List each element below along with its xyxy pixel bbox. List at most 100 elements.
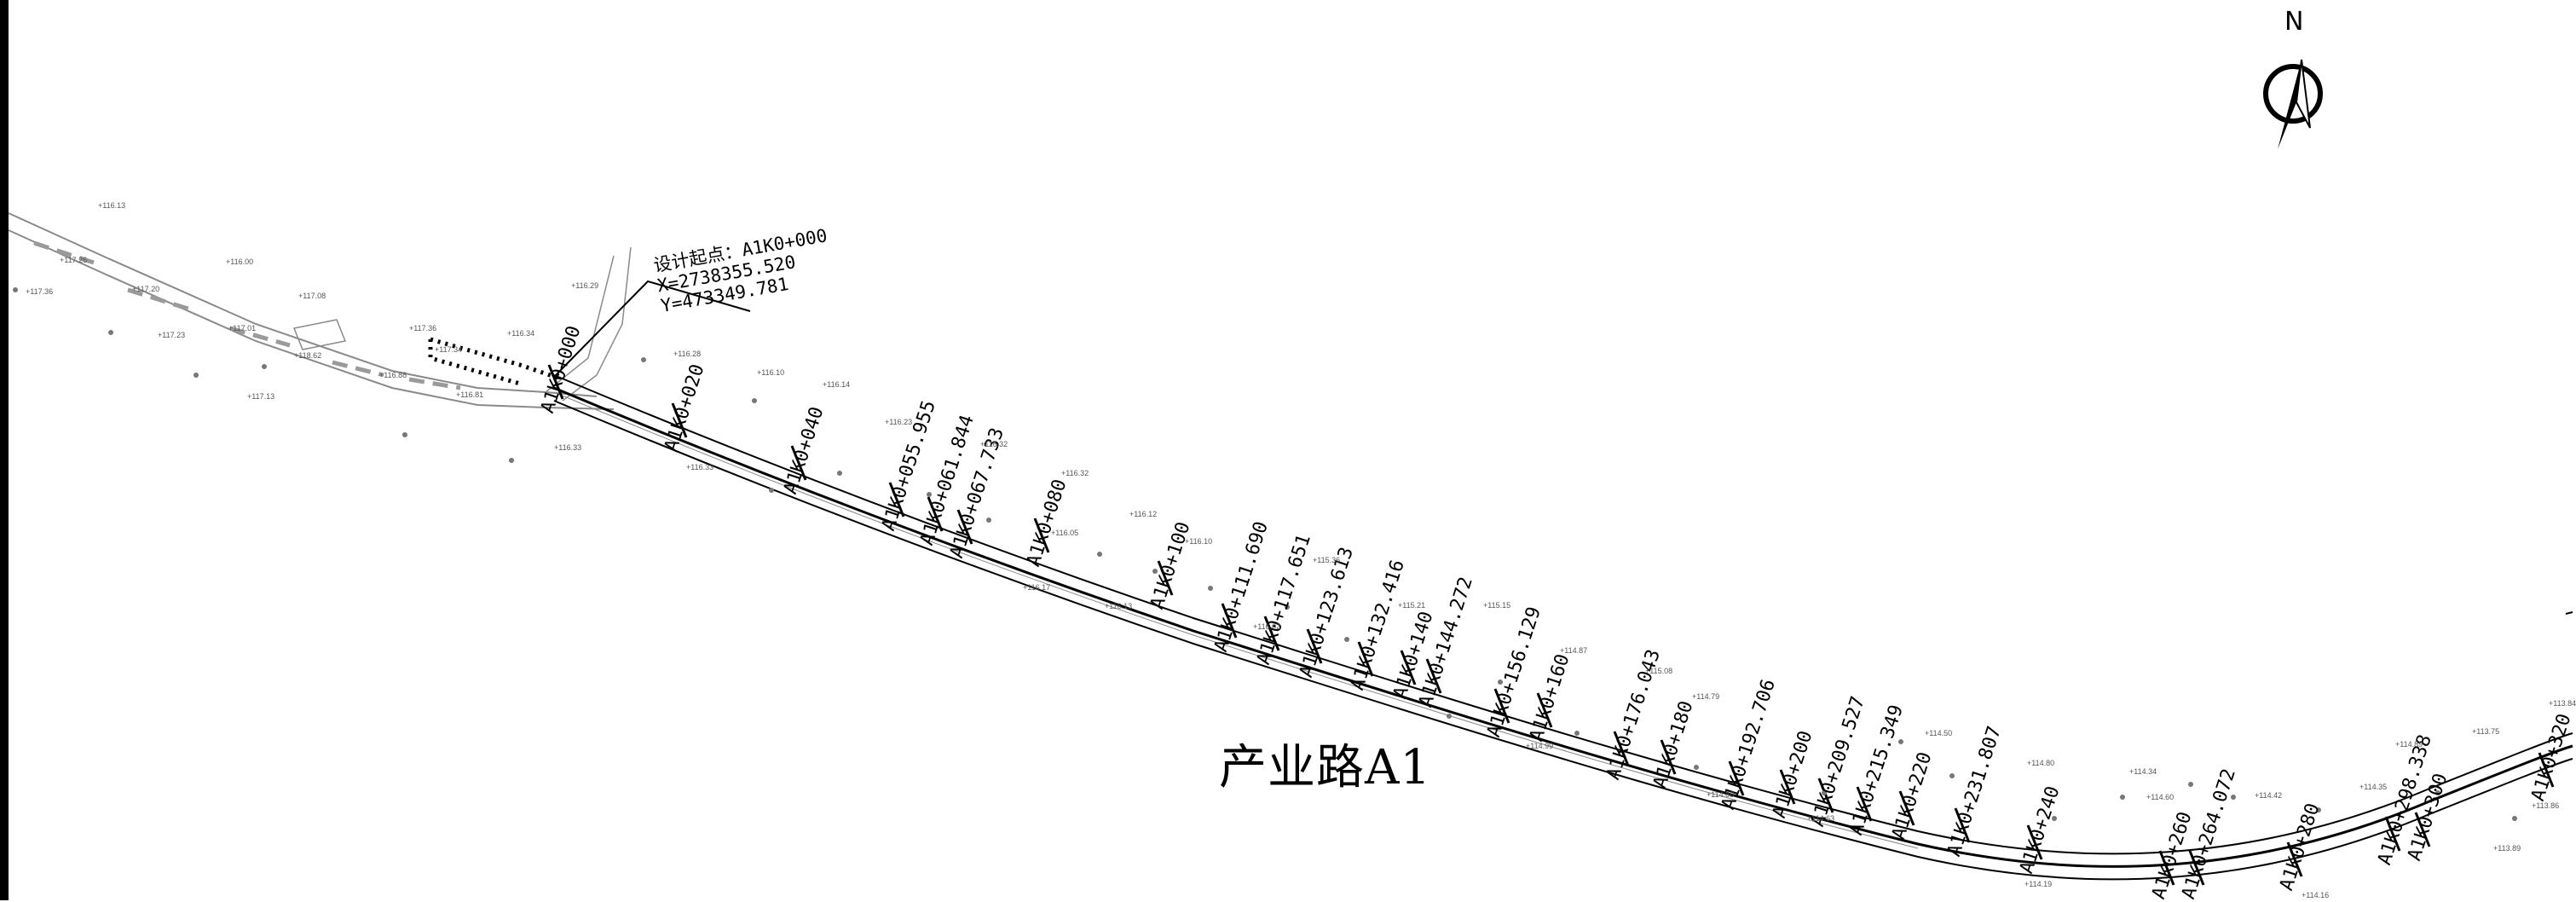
station-tick bbox=[1779, 769, 1796, 805]
survey-point bbox=[2231, 795, 2236, 800]
spot-height: +115.36 bbox=[1313, 556, 1341, 564]
survey-point bbox=[108, 330, 113, 335]
station-tick bbox=[1425, 658, 1442, 694]
spot-height: +117.13 bbox=[247, 392, 275, 401]
survey-point bbox=[1694, 765, 1699, 770]
spot-height: +113.75 bbox=[2472, 727, 2500, 736]
spot-height: +116.29 bbox=[571, 281, 599, 290]
spot-height: +114.34 bbox=[2129, 767, 2157, 776]
spot-height: +117.36 bbox=[26, 287, 54, 296]
survey-point bbox=[193, 373, 199, 378]
design-road bbox=[553, 374, 2573, 881]
station-tick bbox=[1157, 560, 1174, 596]
survey-point bbox=[1208, 586, 1213, 591]
station-tick bbox=[1536, 692, 1553, 728]
survey-point bbox=[2052, 816, 2057, 821]
survey-point bbox=[2120, 795, 2125, 800]
station-tick bbox=[1898, 790, 1915, 826]
spot-height: +116.10 bbox=[757, 368, 785, 377]
north-label: N bbox=[2284, 7, 2304, 37]
survey-point bbox=[1344, 637, 1349, 642]
spot-height: +114.35 bbox=[2359, 783, 2388, 791]
survey-point bbox=[2316, 807, 2321, 812]
north-arrow bbox=[2263, 59, 2323, 149]
survey-point bbox=[1898, 739, 1903, 744]
station-tick bbox=[671, 402, 688, 438]
station-tick bbox=[1613, 731, 1630, 766]
station-ticks bbox=[547, 364, 2555, 886]
spot-height: +116.13 bbox=[1105, 602, 1133, 610]
spot-height: +116.12 bbox=[1129, 510, 1158, 518]
spot-height: +118.62 bbox=[294, 351, 322, 360]
road-centerline bbox=[553, 386, 2573, 868]
spot-height: +116.88 bbox=[379, 371, 407, 379]
survey-point bbox=[2512, 816, 2517, 821]
spot-height: +117.26 bbox=[60, 256, 88, 264]
spot-height: +114.88 bbox=[1707, 790, 1735, 799]
survey-point bbox=[262, 364, 267, 369]
spot-height: +117.08 bbox=[298, 292, 326, 300]
station-tick bbox=[1660, 739, 1677, 775]
survey-point bbox=[402, 432, 407, 437]
station-tick bbox=[1817, 778, 1834, 813]
spot-height: +113.84 bbox=[2549, 699, 2576, 708]
station-tick bbox=[1954, 807, 1971, 843]
station-tick bbox=[1221, 603, 1238, 639]
survey-point bbox=[2188, 782, 2193, 787]
road-edge-left bbox=[553, 374, 2573, 855]
spot-height: +114.89 bbox=[2395, 740, 2423, 749]
survey-point bbox=[769, 488, 774, 493]
survey-point bbox=[13, 287, 18, 292]
spot-height: +116.02 bbox=[1253, 622, 1281, 631]
survey-point bbox=[1097, 552, 1102, 557]
spot-height: +116.34 bbox=[507, 329, 535, 338]
survey-point bbox=[1498, 679, 1503, 685]
spot-height: +116.00 bbox=[226, 257, 254, 266]
survey-point bbox=[509, 458, 514, 463]
spot-height: +116.14 bbox=[823, 380, 851, 389]
station-tick bbox=[1357, 641, 1374, 677]
spot-height: +114.63 bbox=[1807, 814, 1835, 823]
station-tick bbox=[2538, 752, 2555, 788]
station-tick bbox=[1306, 628, 1323, 664]
station-tick bbox=[2384, 816, 2401, 852]
spot-height: +114.80 bbox=[2027, 759, 2055, 767]
spot-height: +114.50 bbox=[1925, 729, 1953, 737]
station-tick bbox=[2414, 812, 2431, 847]
spot-height: +117.23 bbox=[158, 331, 186, 339]
spot-height: +114.19 bbox=[2024, 880, 2053, 888]
survey-point bbox=[837, 471, 842, 476]
station-tick bbox=[1728, 760, 1745, 796]
station-tick bbox=[2026, 824, 2043, 860]
survey-point bbox=[1949, 773, 1955, 778]
spot-height: +116.05 bbox=[1051, 529, 1079, 537]
survey-point bbox=[1574, 731, 1580, 736]
survey-point bbox=[927, 492, 932, 497]
station-tick bbox=[2286, 841, 2303, 877]
spot-height: +116.28 bbox=[673, 350, 702, 358]
station-tick bbox=[2188, 850, 2205, 886]
spot-height: +117.01 bbox=[228, 324, 257, 332]
station-tick bbox=[888, 482, 905, 517]
spot-height: +116.13 bbox=[98, 201, 126, 210]
station-tick bbox=[1263, 616, 1280, 651]
survey-points bbox=[13, 287, 2517, 821]
drawing-title: 产业路A1 bbox=[1219, 740, 1432, 795]
survey-point bbox=[1822, 790, 1827, 795]
spot-height: +113.86 bbox=[2532, 801, 2560, 810]
start-leader bbox=[555, 280, 751, 376]
spot-height: +116.33 bbox=[554, 443, 582, 452]
survey-point bbox=[641, 357, 646, 362]
spot-height: +116.33 bbox=[686, 463, 714, 471]
existing-road bbox=[8, 212, 632, 410]
road-edge-right bbox=[553, 400, 2573, 881]
spot-height: +115.21 bbox=[1398, 601, 1426, 610]
survey-point bbox=[1285, 604, 1290, 610]
survey-point bbox=[2435, 790, 2440, 795]
boundary-dotted bbox=[428, 337, 563, 386]
survey-point bbox=[752, 398, 757, 403]
station-tick bbox=[790, 445, 807, 481]
spot-height: +116.10 bbox=[1185, 537, 1213, 546]
station-tick bbox=[956, 509, 973, 545]
